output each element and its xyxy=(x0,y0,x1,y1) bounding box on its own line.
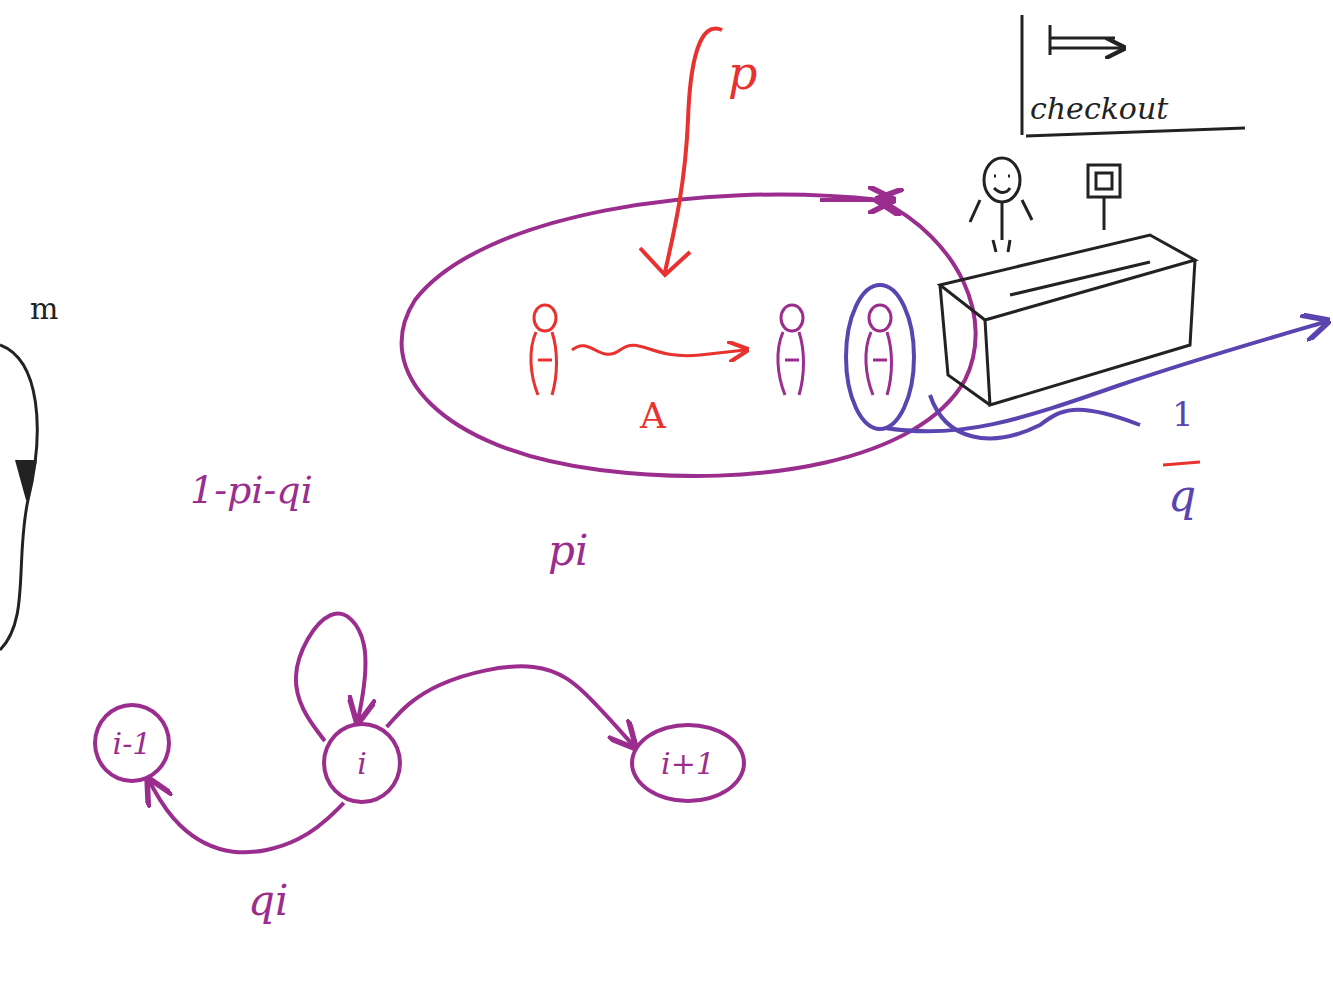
departure-arrow xyxy=(885,322,1325,465)
transition-probability: pi xyxy=(548,528,588,574)
rate-label: A xyxy=(640,396,666,436)
rate-label: 1 xyxy=(1172,396,1194,433)
state-label: i-1 xyxy=(113,727,152,760)
rate-label: m xyxy=(30,292,58,325)
arrival-arrow xyxy=(640,28,722,275)
state-label: i xyxy=(357,747,367,780)
transition-arrow xyxy=(387,666,633,744)
transition-probability: qi xyxy=(248,878,288,924)
checkout-sign xyxy=(1022,15,1245,136)
sign-text: checkout xyxy=(1030,92,1168,125)
transition-arrow xyxy=(150,782,344,852)
rate-label: q xyxy=(1168,472,1196,520)
checkout-counter xyxy=(940,158,1195,405)
queue-ellipse xyxy=(402,195,976,476)
state-label: i+1 xyxy=(661,747,715,780)
state-circle: i-1 xyxy=(93,703,171,783)
state-circle: i xyxy=(322,722,402,804)
rate-label: p xyxy=(728,48,757,99)
transition-probability: 1-pi-qi xyxy=(190,470,313,512)
partial-loop xyxy=(0,345,37,650)
state-circle: i+1 xyxy=(630,723,746,803)
customer-figures xyxy=(531,285,914,429)
